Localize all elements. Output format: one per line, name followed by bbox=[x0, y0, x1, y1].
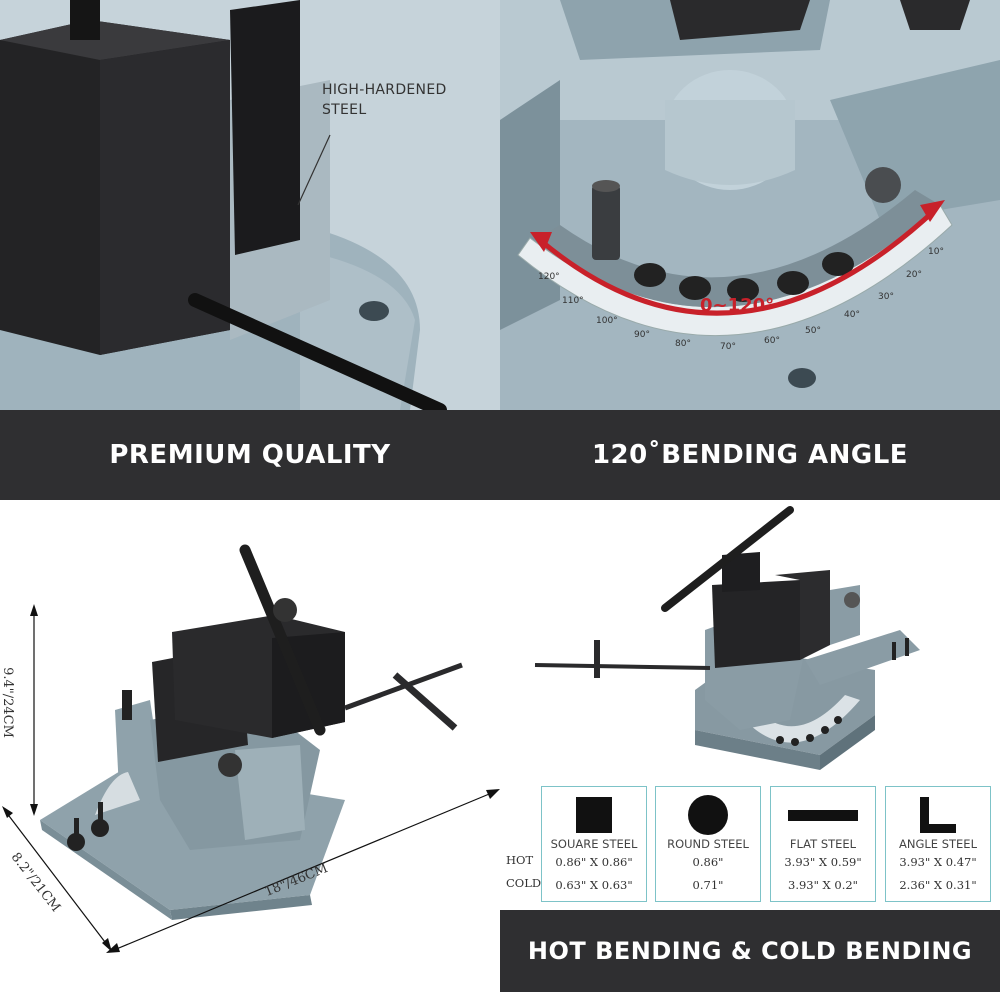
spec-name: ROUND STEEL bbox=[667, 837, 749, 851]
spec-hot-value: 3.93" X 0.59" bbox=[784, 855, 862, 869]
spec-name: ANGLE STEEL bbox=[899, 837, 977, 851]
callout-line-2: STEEL bbox=[322, 102, 367, 118]
scale-tick-60: 60° bbox=[764, 336, 780, 346]
spec-name: SOUARE STEEL bbox=[550, 837, 638, 851]
angle-scale-ticks: 120° 110° 100° 90° 80° 70° 60° 50° 40° 3… bbox=[500, 0, 1000, 410]
angle-photo: 0~120° 120° 110° 100° 90° 80° 70° 60° 50… bbox=[500, 0, 1000, 410]
bender-side-image bbox=[534, 506, 920, 770]
spec-cold-value: 2.36" X 0.31" bbox=[899, 878, 977, 892]
hot-cold-bending-text: HOT BENDING & COLD BENDING bbox=[527, 937, 973, 965]
bender-dimensions-image bbox=[2, 544, 500, 953]
spec-cold-value: 0.71" bbox=[692, 878, 724, 892]
spec-name: FLAT STEEL bbox=[789, 837, 857, 851]
spec-card-flat-steel: FLAT STEEL 3.93" X 0.59" 3.93" X 0.2" bbox=[770, 786, 876, 902]
scale-tick-20: 20° bbox=[906, 270, 922, 280]
scale-tick-70: 70° bbox=[720, 342, 736, 352]
square-icon bbox=[542, 795, 646, 835]
height-dimension-label: 9.4"/24CM bbox=[0, 667, 15, 738]
circle-icon bbox=[656, 795, 760, 835]
bending-angle-text: 120˚BENDING ANGLE bbox=[591, 440, 909, 470]
hot-cold-bending-banner: HOT BENDING & COLD BENDING bbox=[500, 910, 1000, 992]
flat-bar-icon bbox=[771, 795, 875, 835]
spec-card-round-steel: ROUND STEEL 0.86" 0.71" bbox=[655, 786, 761, 902]
spec-hot-value: 0.86" X 0.86" bbox=[555, 855, 633, 869]
spec-cold-value: 3.93" X 0.2" bbox=[788, 878, 858, 892]
callout-high-hardened-steel: HIGH-HARDENED STEEL bbox=[322, 80, 447, 120]
spec-cold-value: 0.63" X 0.63" bbox=[555, 878, 633, 892]
premium-quality-text: PREMIUM QUALITY bbox=[109, 440, 391, 470]
angle-icon bbox=[886, 795, 990, 835]
spec-hot-value: 0.86" bbox=[692, 855, 724, 869]
scale-tick-110: 110° bbox=[562, 296, 584, 306]
scale-tick-100: 100° bbox=[596, 316, 618, 326]
row-label-hot: HOT bbox=[506, 853, 534, 867]
row-label-cold: COLD bbox=[506, 876, 542, 890]
dimensions-panel: 9.4"/24CM 8.2"/21CM 18"/46CM bbox=[0, 500, 500, 1000]
spec-card-angle-steel: ANGLE STEEL 3.93" X 0.47" 2.36" X 0.31" bbox=[885, 786, 991, 902]
spec-card-square-steel: SOUARE STEEL 0.86" X 0.86" 0.63" X 0.63" bbox=[541, 786, 647, 902]
bending-angle-banner: 120˚BENDING ANGLE bbox=[500, 410, 1000, 500]
scale-tick-90: 90° bbox=[634, 330, 650, 340]
scale-tick-120: 120° bbox=[538, 272, 560, 282]
scale-tick-40: 40° bbox=[844, 310, 860, 320]
scale-tick-10: 10° bbox=[928, 247, 944, 257]
quality-photo: HIGH-HARDENED STEEL bbox=[0, 0, 500, 410]
quality-photo-image bbox=[0, 0, 500, 410]
angle-photo-image bbox=[500, 0, 1000, 410]
premium-quality-banner: PREMIUM QUALITY bbox=[0, 410, 500, 500]
spec-hot-value: 3.93" X 0.47" bbox=[899, 855, 977, 869]
angle-range-label: 0~120° bbox=[700, 295, 775, 316]
scale-tick-80: 80° bbox=[675, 339, 691, 349]
scale-tick-50: 50° bbox=[805, 326, 821, 336]
callout-line-1: HIGH-HARDENED bbox=[322, 82, 447, 98]
scale-tick-30: 30° bbox=[878, 292, 894, 302]
